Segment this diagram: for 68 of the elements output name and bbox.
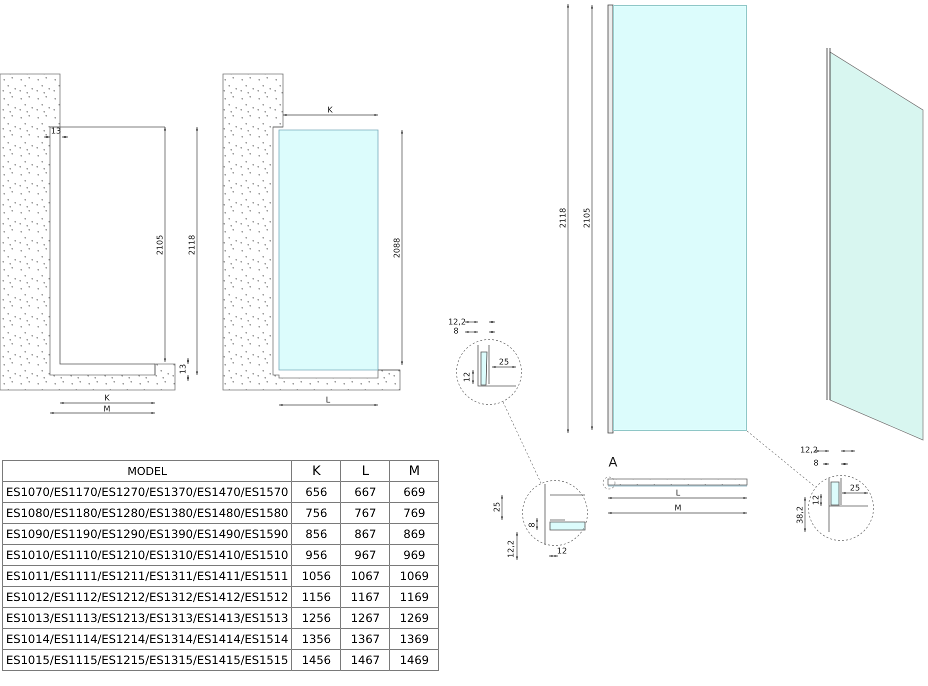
table-value: 856 [292,524,341,544]
dimension-value: L [326,396,330,404]
table-value: 767 [340,502,390,524]
dimension-value: 12 [556,546,568,556]
dimension-value: 2105 [582,208,592,228]
table-value: 1256 [292,608,341,628]
dimension-value: K [327,106,333,114]
table-value: 1167 [340,586,390,608]
table-value: 967 [340,544,390,566]
model-code: ES1013/ES1113/ES1213/ES1313/ES1413/ES1513 [2,608,292,628]
dimension-value: K [104,394,110,402]
dimension-value: M [674,504,682,512]
column-header: K [292,460,341,482]
leader-line [746,430,816,488]
detail-circle [808,475,874,541]
dimension-value: 8 [528,522,536,528]
table-value: 869 [390,524,439,544]
table-value: 1067 [340,566,390,586]
table-value: 969 [390,544,439,566]
view-letter: A [608,456,618,470]
column-header: MODEL [2,460,292,482]
dimension-value: 12 [462,372,472,382]
dimension-value: 13 [178,364,188,374]
dimension-value: 25 [492,502,502,512]
table-value: 1056 [292,566,341,586]
table-value: 756 [292,502,341,524]
model-code: ES1012/ES1112/ES1212/ES1312/ES1412/ES1512 [2,586,292,608]
table-value: 1069 [390,566,439,586]
model-code: ES1090/ES1190/ES1290/ES1390/ES1490/ES1590 [2,524,292,544]
table-value: 1467 [340,650,390,670]
dimension-value: 25 [498,358,510,366]
table-value: 656 [292,482,341,502]
dimension-value: L [676,488,680,498]
dimension-value: 2118 [558,208,568,228]
model-code: ES1070/ES1170/ES1270/ES1370/ES1470/ES1570 [2,482,292,502]
table-value: 1169 [390,586,439,608]
glass-panel [613,5,747,431]
dimension-value: 12 [812,494,820,506]
table-value: 769 [390,502,439,524]
table-value: 1369 [390,628,439,650]
model-code: ES1011/ES1111/ES1211/ES1311/ES1411/ES1511 [2,566,292,586]
dimension-value: M [104,404,110,414]
dimension-value: 8 [453,326,459,336]
table-value: 956 [292,544,341,566]
column-header: L [340,460,390,482]
table-value: 1469 [390,650,439,670]
dimension-value: 25 [850,484,860,492]
table-value: 1156 [292,586,341,608]
table-value: 1269 [390,608,439,628]
detail-circle [522,480,588,546]
table-value: 669 [390,482,439,502]
table-value: 1456 [292,650,341,670]
table-value: 1267 [340,608,390,628]
table-value: 667 [340,482,390,502]
model-code: ES1014/ES1114/ES1214/ES1314/ES1414/ES1514 [2,628,292,650]
model-code: ES1015/ES1115/ES1215/ES1315/ES1415/ES1515 [2,650,292,670]
table-value: 867 [340,524,390,544]
model-code: ES1080/ES1180/ES1280/ES1380/ES1480/ES1580 [2,502,292,524]
detail-circle [456,339,522,405]
model-code: ES1010/ES1110/ES1210/ES1310/ES1410/ES1510 [2,544,292,566]
dimension-value: 2088 [392,238,402,258]
leader-line [502,402,542,484]
dimension-value: 8 [813,458,819,468]
column-header: M [390,460,439,482]
table-value: 1367 [340,628,390,650]
dimension-value: 2105 [156,234,164,256]
dimension-value: 2118 [188,234,196,256]
table-value: 1356 [292,628,341,650]
